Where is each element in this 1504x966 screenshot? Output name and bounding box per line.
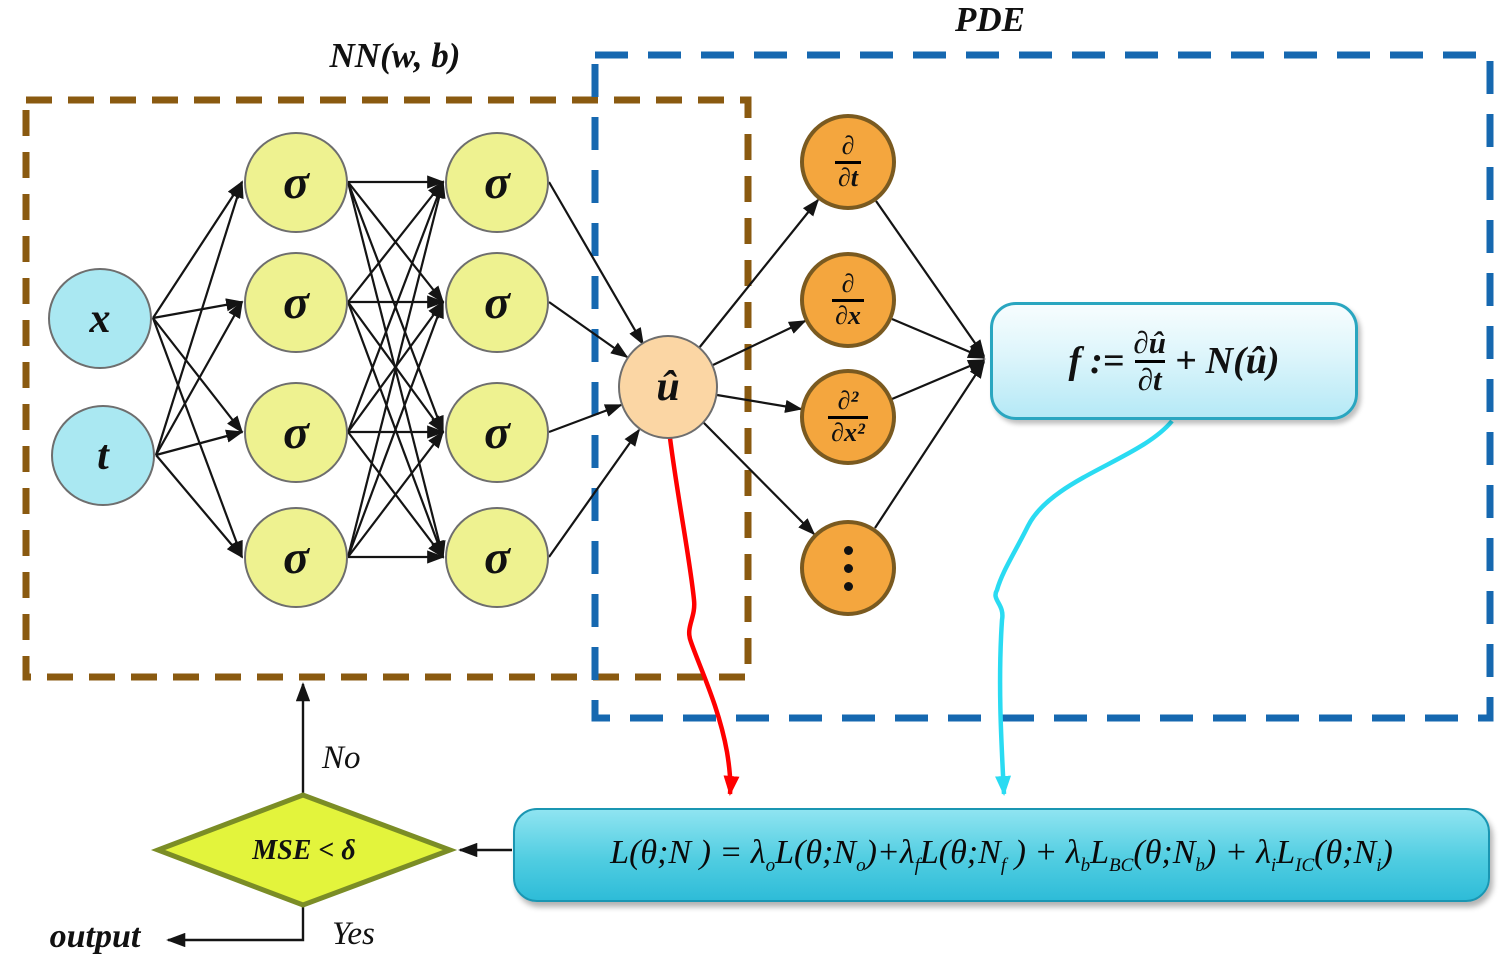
derivative-node-dx2: ∂² ∂x²	[800, 369, 896, 465]
derivative-node-dx: ∂ ∂x	[800, 252, 896, 348]
decision-diamond	[150, 792, 458, 908]
hidden1-node-3: σ	[244, 382, 348, 483]
f-to-loss-cyan-arrow	[993, 419, 1174, 796]
derivative-node-more	[800, 520, 896, 616]
hidden2-node-2: σ	[445, 252, 549, 353]
output-label: output	[49, 918, 141, 955]
sigma-label: σ	[484, 156, 510, 209]
uhat-output-node: û	[618, 335, 718, 439]
plus-symbol: +	[1174, 340, 1197, 382]
no-label: No	[322, 740, 361, 776]
input-node-t-label: t	[97, 432, 109, 479]
hidden1-node-1: σ	[244, 132, 348, 233]
nn-box-outline	[22, 96, 752, 681]
pde-box-outline	[591, 51, 1494, 722]
sigma-label: σ	[283, 156, 309, 209]
pde-box-title: PDE	[955, 0, 1025, 39]
f-symbol: f	[1068, 340, 1082, 382]
uhat-label: û	[656, 364, 680, 410]
sigma-label: σ	[283, 406, 309, 459]
input-node-x: x	[48, 268, 152, 369]
sigma-label: σ	[283, 531, 309, 584]
sigma-label: σ	[484, 276, 510, 329]
hidden1-node-4: σ	[244, 507, 348, 608]
loss-function-box: L(θ;N ) = λoL(θ;No)+λfL(θ;Nf ) + λbLBC(θ…	[513, 808, 1490, 902]
input-node-t: t	[51, 405, 155, 506]
pde-residual-box: f := ∂û ∂t + N(û)	[990, 302, 1358, 420]
hidden2-node-1: σ	[445, 132, 549, 233]
decision-label: MSE < δ	[252, 835, 356, 866]
dx2-fraction: ∂² ∂x²	[828, 387, 868, 446]
derivative-node-dt: ∂ ∂t	[800, 114, 896, 210]
uhat-to-loss-red-arrow	[667, 437, 740, 796]
sigma-label: σ	[484, 406, 510, 459]
flow-connections	[166, 682, 512, 948]
input-node-x-label: x	[89, 295, 111, 342]
yes-label: Yes	[332, 916, 375, 952]
sigma-label: σ	[484, 531, 510, 584]
vertical-dots-icon	[843, 545, 853, 591]
hidden2-node-4: σ	[445, 507, 549, 608]
yes-output-arrow	[166, 905, 305, 948]
loss-formula: L(θ;N ) = λoL(θ;No)+λfL(θ;Nf ) + λbLBC(θ…	[610, 833, 1393, 876]
nn-box-title: NN(w, b)	[329, 36, 461, 75]
hidden1-node-2: σ	[244, 252, 348, 353]
sigma-label: σ	[283, 276, 309, 329]
nonlinear-operator: N(û)	[1205, 340, 1280, 382]
du-dt-fraction: ∂û ∂t	[1133, 325, 1166, 397]
network-connections	[151, 175, 986, 564]
dx-fraction: ∂ ∂x	[832, 270, 864, 329]
assign-symbol: :=	[1090, 340, 1125, 382]
dt-fraction: ∂ ∂t	[834, 132, 862, 191]
hidden2-node-3: σ	[445, 382, 549, 483]
